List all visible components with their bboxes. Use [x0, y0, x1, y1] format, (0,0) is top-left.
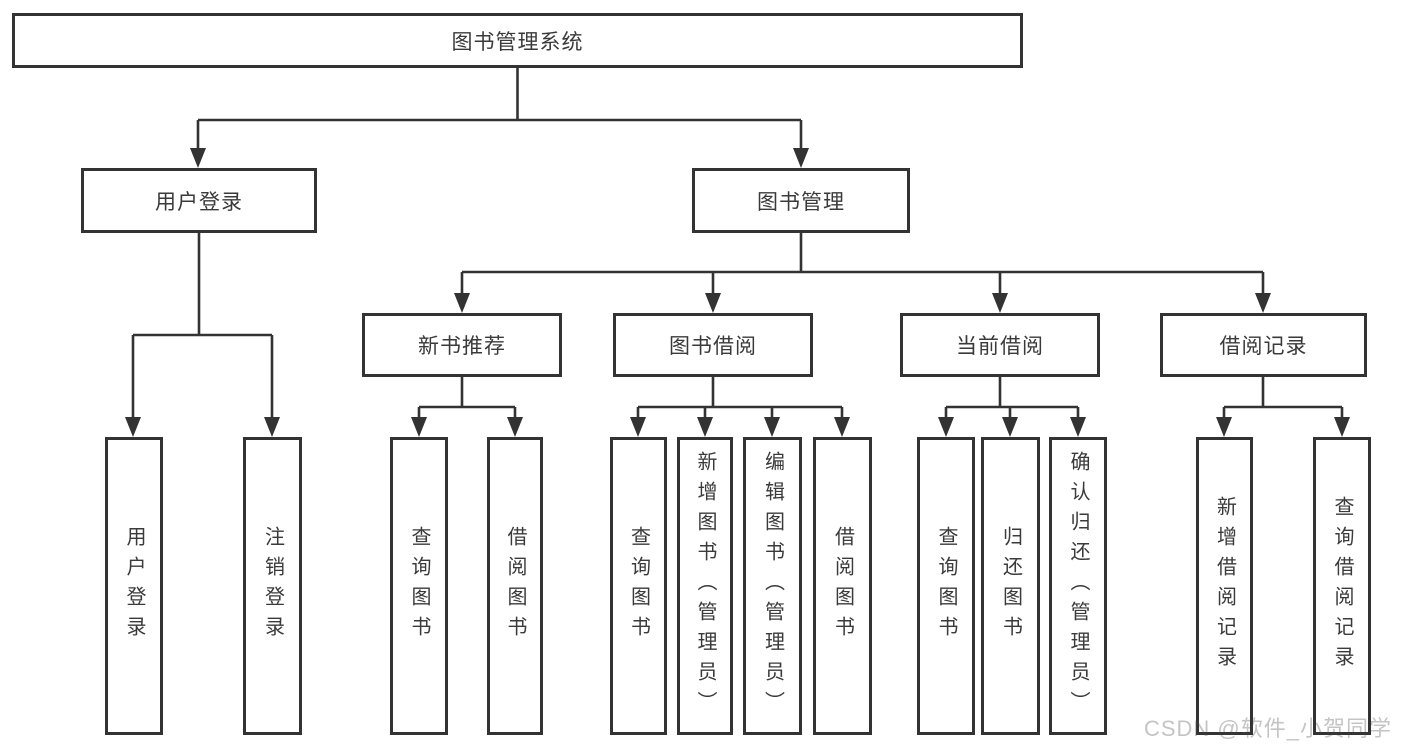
connector-path — [131, 68, 1344, 419]
watermark: CSDN @软件_小贺同学 — [1143, 716, 1392, 741]
leaf-user-login: 用户登录 — [105, 437, 163, 735]
leaf-br-query-record-label: 查询借阅记录 — [1331, 496, 1353, 676]
leaf-bb-borrow-book-label: 借阅图书 — [831, 526, 854, 646]
leaf-bb-add-book-label: 新增图书（管理员） — [694, 451, 716, 721]
leaf-bb-query-book: 查询图书 — [610, 437, 667, 735]
leaf-cb-confirm-return-label: 确认归还（管理员） — [1067, 451, 1089, 721]
leaf-nb-borrow-book: 借阅图书 — [487, 437, 543, 735]
node-borrow-records-label: 借阅记录 — [1219, 335, 1308, 358]
arrowheads — [125, 148, 1350, 437]
node-new-book-recommend: 新书推荐 — [362, 313, 562, 377]
leaf-br-add-record-label: 新增借阅记录 — [1213, 496, 1236, 676]
leaf-cb-return-book-label: 归还图书 — [999, 526, 1022, 646]
leaf-cb-query-book-label: 查询图书 — [935, 526, 957, 646]
node-current-borrow: 当前借阅 — [900, 313, 1100, 377]
leaf-bb-borrow-book: 借阅图书 — [813, 437, 872, 735]
node-current-borrow-label: 当前借阅 — [956, 335, 1044, 358]
node-book-management-label: 图书管理 — [757, 190, 845, 214]
node-user-login-label: 用户登录 — [155, 190, 243, 214]
node-borrow-records: 借阅记录 — [1160, 313, 1367, 377]
leaf-nb-query-book: 查询图书 — [390, 437, 448, 735]
leaf-bb-add-book: 新增图书（管理员） — [677, 437, 733, 735]
leaf-bb-edit-book-label: 编辑图书（管理员） — [761, 451, 784, 721]
node-root: 图书管理系统 — [12, 13, 1023, 68]
leaf-nb-query-book-label: 查询图书 — [408, 526, 430, 646]
leaf-logout: 注销登录 — [243, 437, 302, 735]
node-user-login: 用户登录 — [81, 168, 317, 233]
node-book-management: 图书管理 — [692, 168, 910, 233]
node-book-borrow: 图书借阅 — [613, 313, 813, 377]
leaf-cb-query-book: 查询图书 — [917, 437, 975, 735]
leaf-br-query-record: 查询借阅记录 — [1313, 437, 1371, 735]
node-book-borrow-label: 图书借阅 — [669, 335, 757, 358]
node-root-label: 图书管理系统 — [451, 30, 584, 54]
leaf-logout-label: 注销登录 — [261, 526, 284, 646]
leaf-bb-edit-book: 编辑图书（管理员） — [743, 437, 802, 735]
leaf-bb-query-book-label: 查询图书 — [627, 526, 650, 646]
leaf-br-add-record: 新增借阅记录 — [1196, 437, 1253, 735]
leaf-cb-confirm-return: 确认归还（管理员） — [1049, 437, 1107, 735]
leaf-nb-borrow-book-label: 借阅图书 — [504, 526, 526, 646]
leaf-user-login-label: 用户登录 — [123, 526, 145, 646]
node-new-book-recommend-label: 新书推荐 — [418, 335, 506, 358]
leaf-cb-return-book: 归还图书 — [981, 437, 1040, 735]
